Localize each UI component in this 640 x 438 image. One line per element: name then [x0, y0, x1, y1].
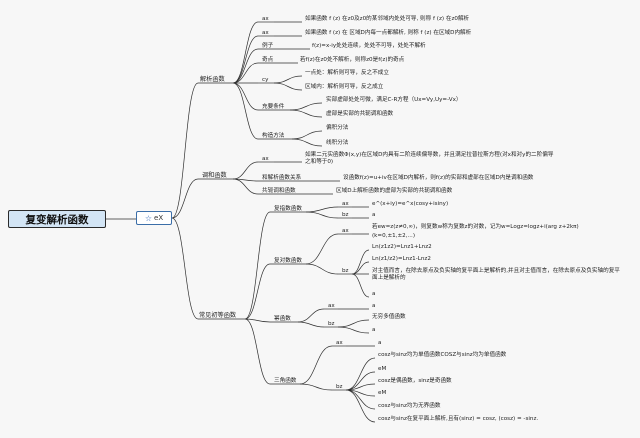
- note-ax2: 如果函数 f (z) 在 区域D内每一点都解析, 则称 f (z) 在区域D内解…: [305, 30, 472, 36]
- node-qidian[interactable]: 奇点: [262, 57, 274, 63]
- note-zhishu-ax: e^(x+iy)=e^x(cosy+isiny): [372, 201, 449, 207]
- label-ax: ax: [342, 228, 349, 234]
- node-harmonic[interactable]: 和解析函数关系: [262, 175, 302, 181]
- node-zhishu[interactable]: 复指数函数: [274, 206, 302, 212]
- root-node[interactable]: 复变解析函数: [8, 210, 106, 228]
- note-duishu-ax1: 若ew=z(z≠0,∞)，则复数w称为复数z的对数，记为w=Logz=logz+…: [372, 224, 579, 230]
- node-gouzao[interactable]: 构造方法: [262, 133, 285, 139]
- label-bz: bz: [342, 268, 349, 274]
- node-chongyao[interactable]: 充要条件: [262, 104, 285, 110]
- node-tiaohe[interactable]: 调和函数: [202, 172, 227, 179]
- label-ax: ax: [262, 30, 269, 36]
- note-mi-bz2: a: [372, 327, 376, 333]
- note-sj-bz1: cosz与sinz均为单值函数COSZ与sinz均为单值函数: [378, 352, 507, 358]
- node-changjian[interactable]: 常见初等函数: [199, 312, 237, 319]
- note-cy1: 一点处：解析则可导，反之不成立: [305, 70, 389, 76]
- note-duishu-bz3: 对主值而言，在除去原点及负实轴的复平面上是解析的,并且对主值而言，在除去原点及负…: [372, 268, 620, 281]
- label-ax: ax: [262, 16, 269, 22]
- node-sanjiao[interactable]: 三角函数: [274, 378, 297, 384]
- node-mi[interactable]: 幂函数: [274, 316, 291, 322]
- note-sj-bz5: cosz与sinz均为无界函数: [378, 403, 441, 409]
- note-zhishu-bz: a: [372, 212, 376, 218]
- note-mi-ax: a: [372, 303, 376, 309]
- label-ax: ax: [336, 340, 343, 346]
- note-cy2: 区域内：解析则可导，反之成立: [305, 84, 384, 90]
- node-lizi[interactable]: 例子: [262, 43, 274, 49]
- label-ax: ax: [328, 303, 335, 309]
- note-chongyao2: 虚部是实部的共轭调和函数: [326, 111, 394, 117]
- module-label: eX: [154, 214, 164, 222]
- note-duishu-bz4: a: [372, 291, 376, 297]
- note-chongyao1: 实部虚部处处可微，满足C-R方程（Ux=Vy,Uy=-Vx）: [326, 97, 462, 103]
- label-ax: ax: [342, 201, 349, 207]
- note-sj-bz2: eM: [378, 366, 387, 372]
- note-sj-bz3: cosz是偶函数，sinz是奇函数: [378, 378, 452, 384]
- note-gouzao2: 线积分法: [326, 140, 349, 146]
- note-sj-bz6: cosz与sinz在复平面上解析,且有(sinz) = cosz, (cosz)…: [378, 416, 539, 422]
- label-bz: bz: [342, 212, 349, 218]
- note-tiaohe-ax: 如果二元实函数Φ(x,y)在区域D内具有二阶连续偏导数，并且满足拉普拉斯方程(对…: [305, 152, 554, 165]
- node-conj[interactable]: 共轭调和函数: [262, 188, 296, 194]
- label-cy: cy: [262, 77, 269, 83]
- note-qidian: 若f(z)在z0处不解析，则称z0是f(z)的奇点: [300, 57, 405, 63]
- note-sj-ax: a: [378, 340, 382, 346]
- note-mi-bz1: 无穷多值函数: [372, 314, 406, 320]
- node-duishu[interactable]: 复对数函数: [274, 258, 302, 264]
- note-sj-bz4: eM: [378, 390, 387, 396]
- label-ax: ax: [262, 156, 269, 162]
- module-node[interactable]: ☆ eX: [136, 211, 172, 225]
- star-icon: ☆: [144, 213, 153, 223]
- note-gouzao1: 偏积分法: [326, 125, 349, 131]
- note-ax1: 如果函数 f (z) 在z0及z0的某邻域内处处可导, 则称 f (z) 在z0…: [305, 16, 470, 22]
- node-jiexi[interactable]: 解析函数: [200, 76, 225, 83]
- note-harmonic: 设函数f(z)=u+iv在区域D内解析，则f(z)的实部和虚部在区域D内是调和函…: [343, 175, 534, 181]
- note-conj: 区域D上解析函数的虚部为实部的共轭调和函数: [336, 188, 453, 194]
- note-duishu-bz1: Ln(z1z2)=Lnz1+Lnz2: [372, 244, 432, 250]
- note-duishu-bz2: Ln(z1/z2)=Lnz1-Lnz2: [372, 256, 431, 262]
- note-duishu-ax2: (k=0,±1,±2,...): [372, 233, 416, 239]
- label-bz: bz: [328, 321, 335, 327]
- note-lizi: f(z)=x-iy处处连续，处处不可导，处处不解析: [312, 43, 426, 49]
- label-bz: bz: [336, 384, 343, 390]
